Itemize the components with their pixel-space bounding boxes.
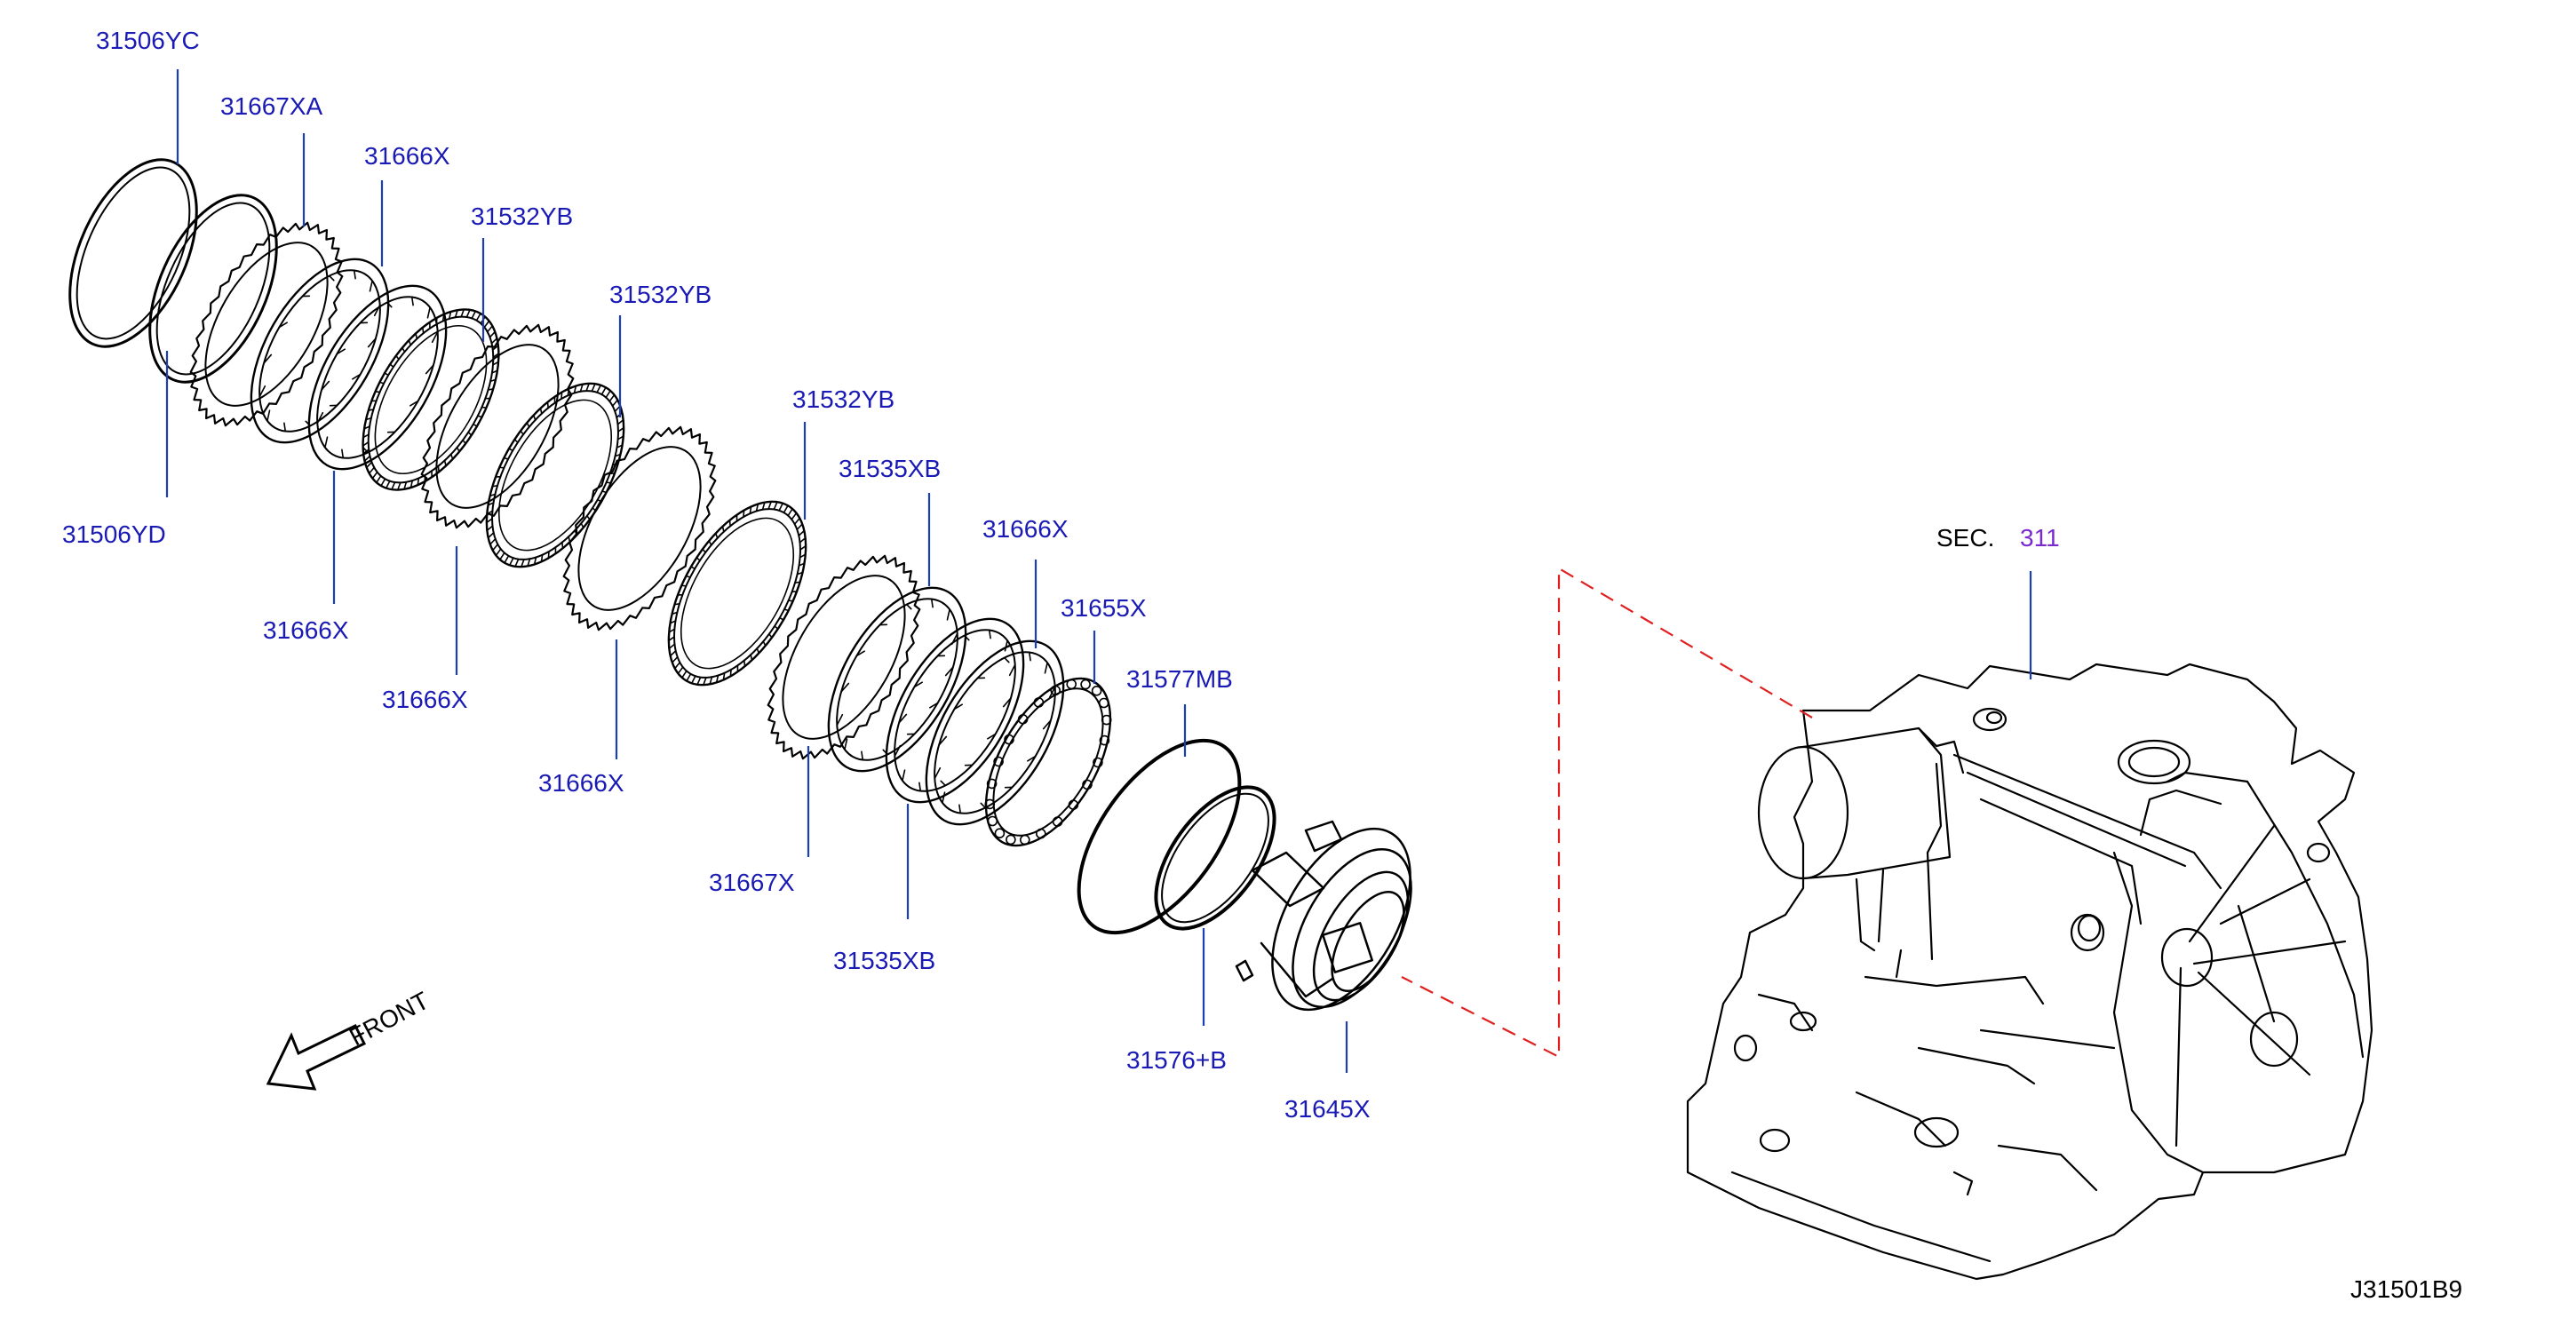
section-prefix: SEC. (1936, 524, 1994, 552)
front-arrow-icon (266, 1024, 367, 1091)
diagram-code: J31501B9 (2350, 1275, 2462, 1303)
spring-retainer-31655X[interactable] (960, 658, 1136, 866)
retaining-plate-31532YB-3[interactable] (640, 479, 834, 707)
driven-plate-31666X-5[interactable] (898, 618, 1092, 846)
label-31667XA[interactable]: 31667XA (220, 92, 323, 120)
leader-lines (165, 69, 2032, 1073)
front-label: FRONT (345, 987, 433, 1052)
label-31666X-bottom-3[interactable]: 31666X (538, 769, 624, 797)
label-31535XB-top[interactable]: 31535XB (839, 455, 941, 482)
driven-plate-31666X-1[interactable] (223, 236, 417, 464)
piston-31645X[interactable] (1235, 806, 1439, 1033)
label-31506YC[interactable]: 31506YC (96, 27, 200, 54)
drive-plate-31666X-3[interactable] (411, 323, 584, 529)
front-indicator: FRONT (266, 987, 433, 1091)
transmission-case-sec-311[interactable] (1686, 663, 2373, 1281)
label-31576B[interactable]: 31576+B (1126, 1046, 1227, 1074)
label-31532YB-3[interactable]: 31532YB (792, 385, 894, 413)
label-31666X-bottom-2[interactable]: 31666X (382, 686, 468, 713)
drive-plate-31667XA[interactable] (180, 221, 353, 427)
drive-plate-31666X-4[interactable] (553, 425, 726, 631)
label-31535XB-bottom[interactable]: 31535XB (833, 947, 935, 974)
label-31655X[interactable]: 31655X (1061, 594, 1147, 622)
drive-plate-31667X[interactable] (758, 554, 930, 760)
driven-plate-31535XB-2[interactable] (858, 596, 1052, 824)
label-31532YB-1[interactable]: 31532YB (471, 202, 573, 230)
retaining-plate-31532YB-1[interactable] (335, 287, 527, 512)
driven-plate-31666X-2[interactable] (281, 263, 474, 491)
label-31645X[interactable]: 31645X (1284, 1095, 1371, 1123)
label-31532YB-2[interactable]: 31532YB (609, 281, 712, 308)
driven-plate-31535XB-1[interactable] (800, 565, 994, 793)
seal-ring-31577MB[interactable] (1047, 713, 1271, 961)
snap-ring-31506YD[interactable] (124, 176, 303, 401)
section-number[interactable]: 311 (2020, 524, 2060, 552)
label-31667X[interactable]: 31667X (709, 869, 795, 896)
label-31666X-bottom-1[interactable]: 31666X (263, 616, 349, 644)
label-31577MB[interactable]: 31577MB (1126, 665, 1233, 693)
seal-ring-31576B[interactable] (1133, 766, 1298, 949)
connector-dashed-lines (1401, 567, 1813, 1059)
label-31506YD[interactable]: 31506YD (62, 520, 166, 548)
label-31666X-top-2[interactable]: 31666X (982, 515, 1069, 543)
snap-ring-31506YC[interactable] (44, 140, 223, 365)
label-31666X-top-1[interactable]: 31666X (364, 142, 450, 170)
retaining-plate-31532YB-2[interactable] (458, 361, 652, 589)
